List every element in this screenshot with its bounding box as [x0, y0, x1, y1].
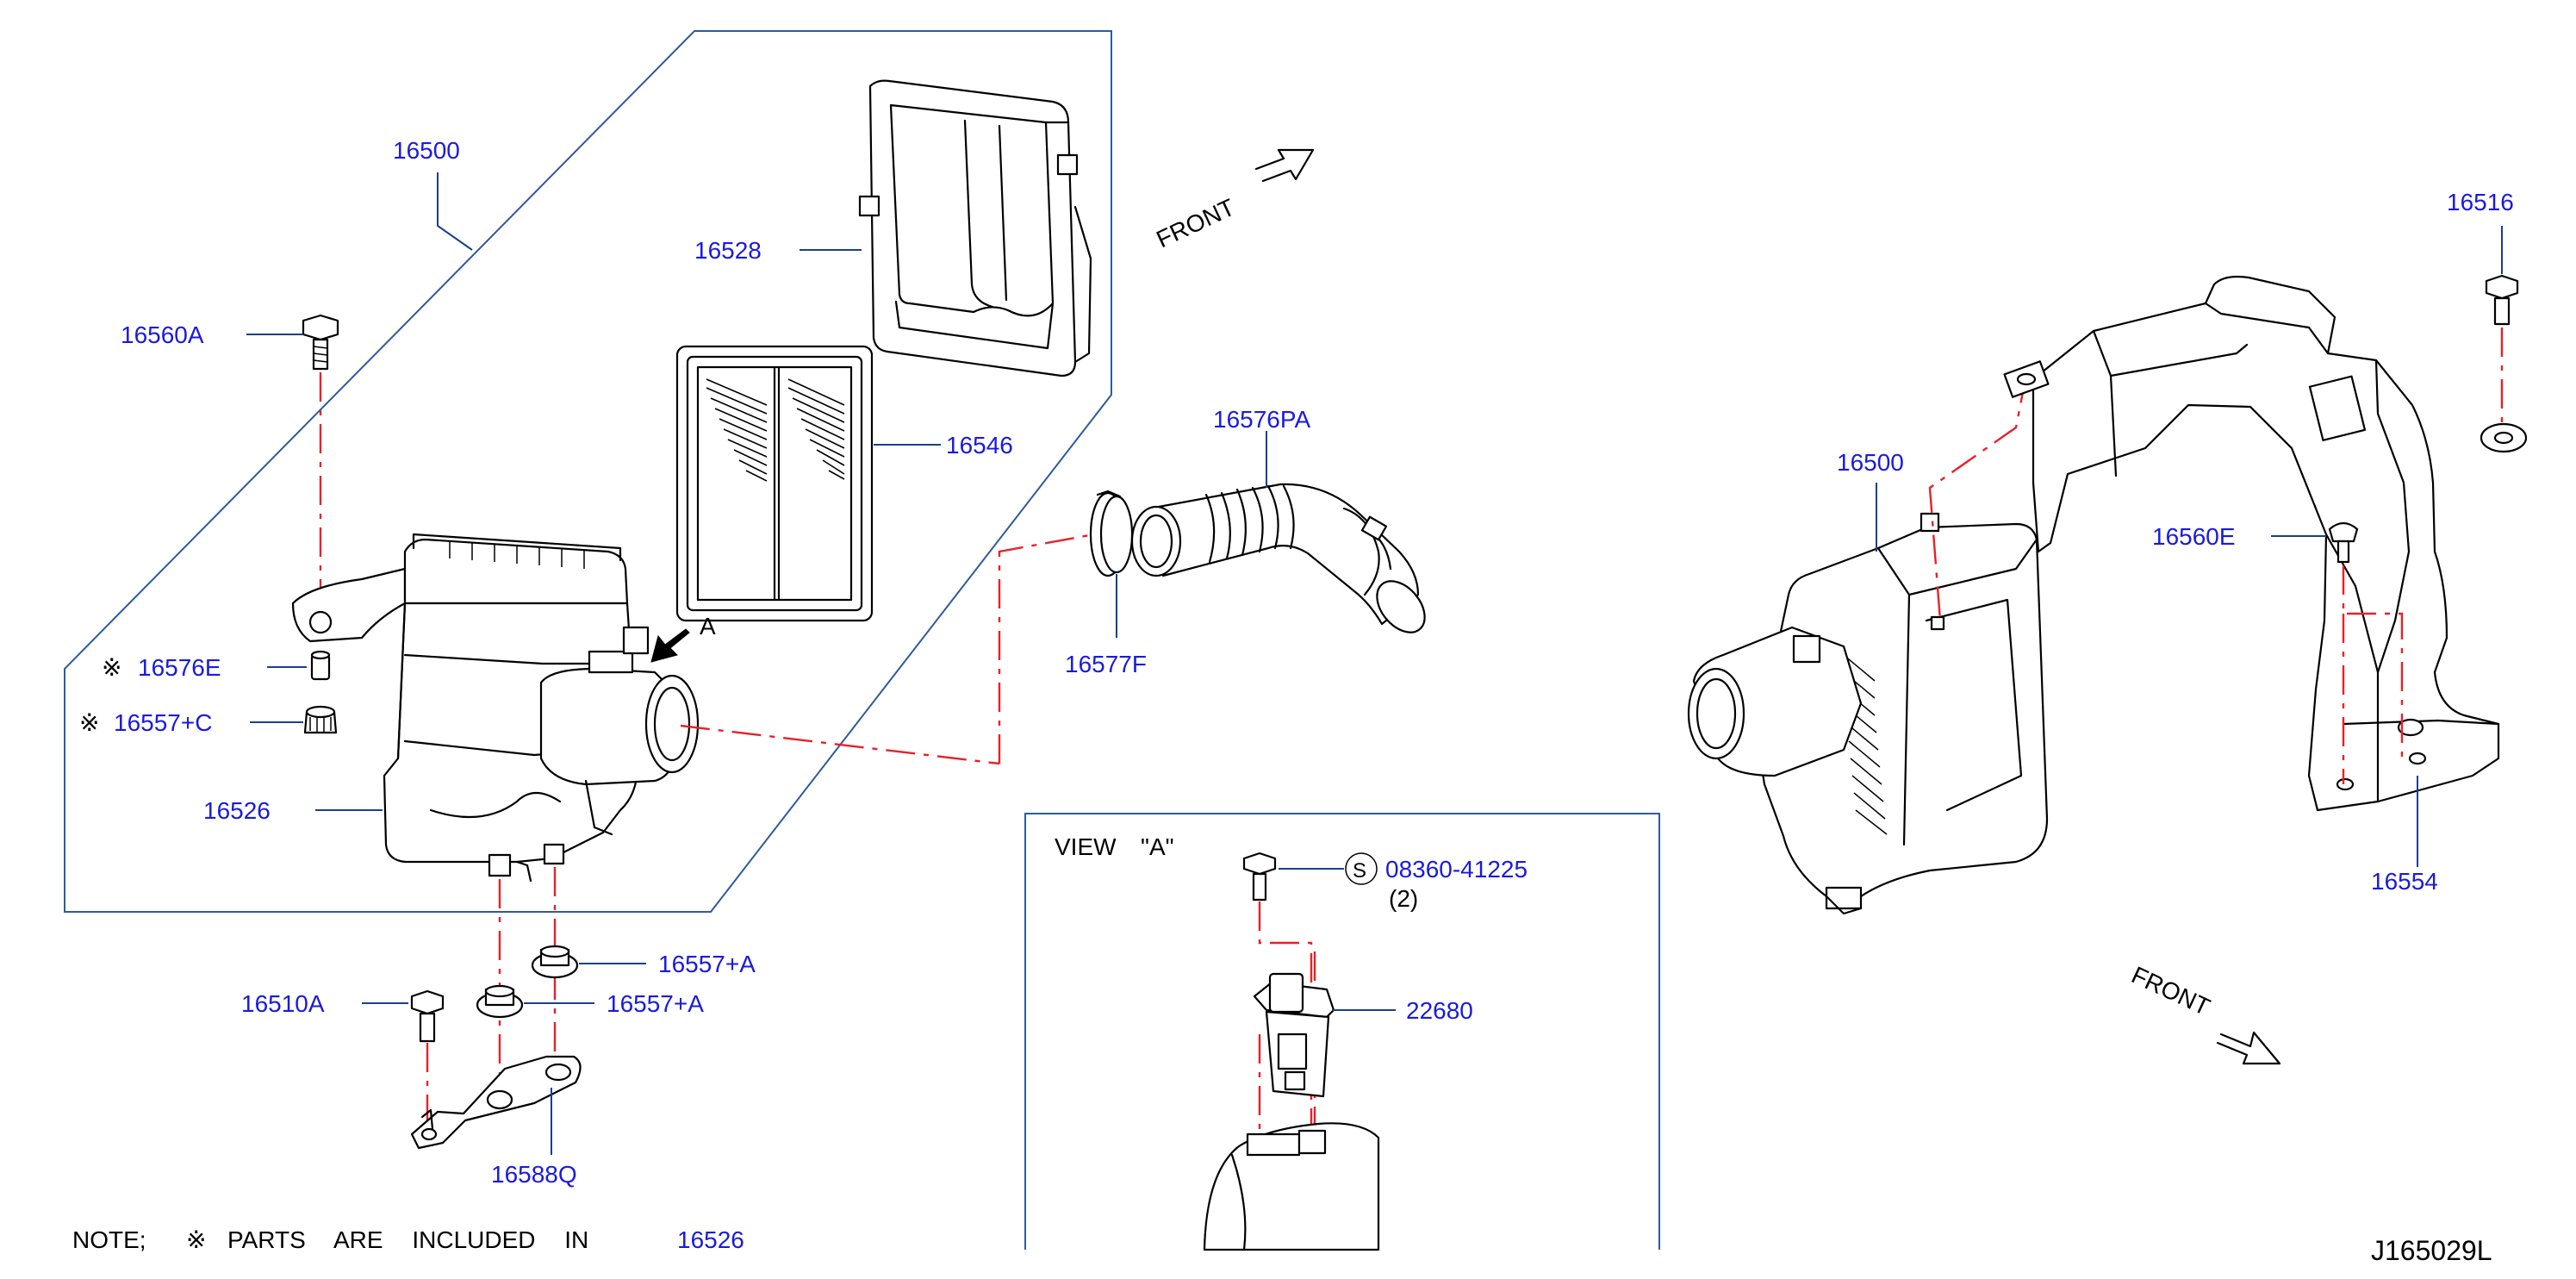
view-a-arrow-icon [650, 628, 690, 663]
part-number-16516[interactable]: 16516 [2447, 189, 2514, 215]
part-number-16557A-lower[interactable]: 16557+A [607, 990, 704, 1017]
centerline-duct-to-case [1928, 373, 2028, 621]
leader-16500-left [437, 172, 473, 251]
part-number-16588Q[interactable]: 16588Q [491, 1161, 577, 1188]
mount-rubber-16557A-upper[interactable] [531, 945, 579, 979]
quantity-08360: (2) [1389, 885, 1418, 912]
part-number-16560A[interactable]: 16560A [121, 321, 204, 348]
part-number-16576PA[interactable]: 16576PA [1213, 406, 1310, 433]
included-mark-16557C: ※ [79, 709, 99, 736]
part-number-16500-left[interactable]: 16500 [393, 137, 460, 164]
hose-clamp-16577F[interactable] [1089, 490, 1134, 577]
view-a-letter: "A" [1141, 833, 1174, 860]
front-label-top: FRONT [1152, 194, 1239, 253]
assembly-16500-frame [64, 30, 1112, 913]
part-number-16500-right[interactable]: 16500 [1837, 449, 1904, 476]
note-text: PARTS ARE INCLUDED IN [227, 1226, 588, 1253]
air-cleaner-lower-case[interactable] [291, 533, 700, 883]
front-arrow-bottom-icon [2216, 1031, 2281, 1065]
included-mark-16576E: ※ [102, 654, 121, 681]
note-part-number[interactable]: 16526 [677, 1226, 744, 1253]
bolt-16516[interactable] [2485, 274, 2519, 326]
centerline-case-to-duct [680, 724, 1000, 765]
note-prefix: NOTE; [72, 1226, 146, 1253]
view-a-frame [1024, 813, 1660, 1250]
air-duct-hose-16576PA[interactable] [1130, 483, 1434, 641]
front-arrow-top-icon [1254, 148, 1315, 183]
standard-part-s-icon [1345, 852, 1378, 885]
bolt-16510A[interactable] [410, 989, 445, 1043]
front-label-bottom: FRONT [2127, 961, 2214, 1020]
part-number-08360-41225[interactable]: 08360-41225 [1385, 856, 1528, 883]
view-a-title: VIEW [1055, 833, 1117, 860]
air-duct-16554[interactable] [2003, 275, 2528, 812]
air-cleaner-cover[interactable] [858, 79, 1092, 377]
air-filter-element[interactable] [675, 345, 874, 622]
clip-16560E[interactable] [2328, 521, 2359, 564]
part-number-16526[interactable]: 16526 [203, 797, 271, 824]
part-number-16557C[interactable]: 16557+C [114, 709, 212, 736]
part-number-16546[interactable]: 16546 [946, 432, 1013, 459]
screw-08360-41225[interactable] [1242, 852, 1277, 902]
part-number-16576E[interactable]: 16576E [138, 654, 221, 681]
part-number-16577F[interactable]: 16577F [1065, 651, 1147, 677]
bolt-16560A[interactable] [302, 314, 339, 371]
diagram-id: J165029L [2371, 1235, 2492, 1266]
standard-part-s-mark: S [1353, 859, 1366, 883]
part-number-16560E[interactable]: 16560E [2152, 523, 2236, 550]
note-asterisk: ※ [186, 1226, 206, 1253]
part-number-16557A-upper[interactable]: 16557+A [658, 951, 756, 977]
grommet-16576E[interactable] [310, 650, 331, 681]
part-number-16510A[interactable]: 16510A [241, 990, 325, 1017]
part-number-16554[interactable]: 16554 [2371, 868, 2438, 895]
mounting-bracket-16588Q[interactable] [410, 1055, 582, 1150]
centerline-clamp-to-duct [998, 533, 1095, 764]
air-cleaner-assembly-16500[interactable] [1687, 512, 2049, 915]
part-number-22680[interactable]: 22680 [1406, 997, 1473, 1024]
view-a-pointer-letter: A [700, 613, 716, 640]
centerline-16560E [2342, 565, 2404, 758]
throttle-inlet-duct [1203, 1122, 1380, 1251]
part-number-16528[interactable]: 16528 [694, 237, 762, 264]
mount-rubber-16557C[interactable] [303, 705, 338, 734]
mass-air-flow-sensor-22680[interactable] [1253, 972, 1335, 1098]
mount-rubber-16557A-lower[interactable] [476, 984, 524, 1019]
